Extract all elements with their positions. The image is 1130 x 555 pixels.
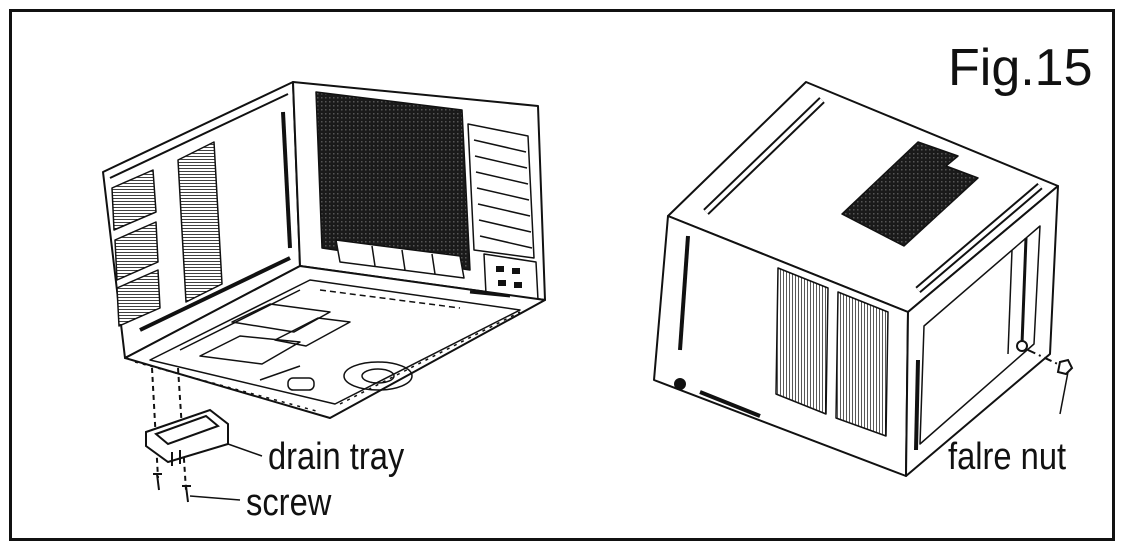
ac-unit-bottom-view xyxy=(102,81,546,419)
side-vent-blocks xyxy=(111,169,161,327)
side-vent-louver xyxy=(177,141,223,303)
flare-nut-assembly xyxy=(1027,349,1074,415)
front-louver xyxy=(467,123,535,259)
front-grille xyxy=(315,91,471,271)
flare-nut-icon xyxy=(1056,358,1074,376)
drain-tray-assembly xyxy=(145,367,263,503)
figure-title: Fig.15 xyxy=(948,39,1093,97)
screw-icon xyxy=(153,473,162,491)
top-grille xyxy=(841,141,979,247)
rear-louver-right xyxy=(835,291,889,437)
rear-louver-left xyxy=(775,267,829,415)
ac-unit-top-view xyxy=(653,81,1059,477)
flare-nut-label: falre nut xyxy=(948,436,1067,478)
screw-icon xyxy=(182,485,191,503)
screw-label: screw xyxy=(246,482,332,524)
drain-tray-label: drain tray xyxy=(268,436,405,478)
base-plate xyxy=(124,265,546,419)
